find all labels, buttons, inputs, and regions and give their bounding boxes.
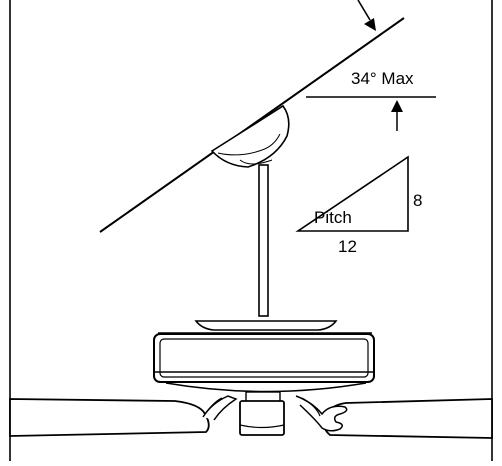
angle-up-arrow: [391, 100, 403, 112]
ceiling-canopy: [210, 104, 290, 168]
ceiling-arrow-top: [357, 0, 376, 31]
angle-indicator: 34° Max: [306, 69, 436, 131]
pitch-triangle: [295, 155, 409, 232]
left-fan-blade: [9, 397, 223, 437]
pitch-run-label: 12: [338, 237, 357, 256]
pitch-rise-label: 8: [413, 191, 422, 210]
angle-label: 34° Max: [351, 69, 414, 88]
frame: [9, 0, 493, 461]
pitch-indicator: Pitch 8 12: [295, 155, 422, 256]
pitch-label: Pitch: [314, 208, 352, 227]
motor-lower-skirt: [165, 382, 367, 393]
motor-top-cap: [158, 320, 372, 334]
left-blade-bracket: [202, 395, 238, 421]
downrod: [258, 164, 269, 317]
right-blade-bracket: [295, 395, 348, 432]
right-fan-blade: [323, 398, 493, 439]
switch-housing: [239, 391, 285, 436]
motor-housing: [153, 333, 375, 383]
